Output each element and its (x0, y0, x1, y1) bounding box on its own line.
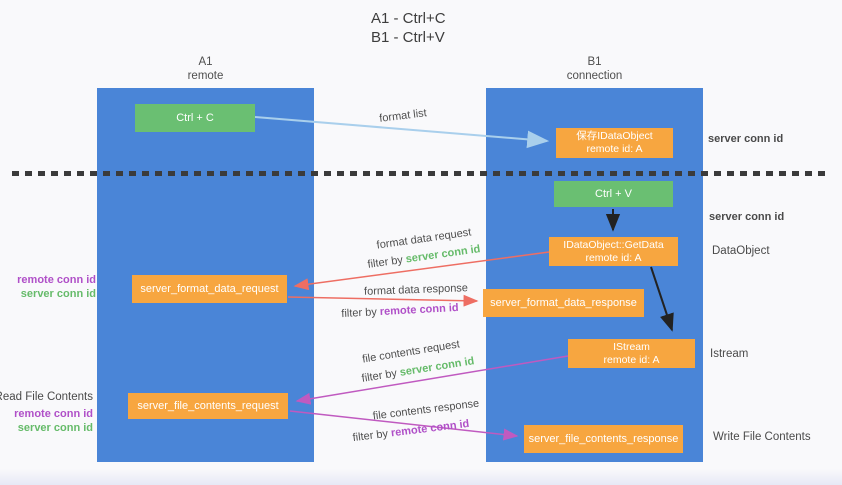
server-format-data-response-box: server_format_data_response (483, 289, 644, 317)
arrow-format-data-response (287, 294, 479, 307)
lane-a-role: remote (187, 69, 224, 82)
arrow-getdata-to-istream (650, 266, 674, 332)
left-file-conn-ids: remote conn id server conn id (14, 407, 93, 435)
file-request-label: server_file_contents_request (137, 400, 279, 412)
arrow-format-list (254, 116, 550, 149)
bottom-fade (0, 469, 842, 485)
ctrl-v-label: Ctrl + V (595, 188, 632, 200)
save-idataobject-line2: remote id: A (586, 143, 643, 155)
write-file-contents-label: Write File Contents (713, 431, 811, 443)
lane-b-header: B1 connection (486, 56, 703, 83)
istream-line1: IStream (613, 340, 650, 353)
remote-conn-id-label: remote conn id (17, 274, 96, 286)
arrow-file-contents-response (289, 410, 519, 441)
dotted-divider-line (12, 171, 826, 176)
getdata-line2: remote id: A (585, 251, 642, 264)
right-server-conn-id-top: server conn id (708, 133, 784, 145)
lane-b-name: B1 (587, 56, 602, 68)
read-file-contents-label: Read File Contents (0, 391, 93, 403)
idataobject-getdata-box: IDataObject::GetData remote id: A (549, 237, 678, 266)
arrow-format-data-request (293, 251, 550, 291)
istream-line2: remote id: A (603, 353, 660, 366)
diagram-title: A1 - Ctrl+C B1 - Ctrl+V (371, 9, 446, 47)
server-file-contents-request-box: server_file_contents_request (128, 393, 288, 419)
right-server-conn-id-mid: server conn id (709, 211, 785, 223)
format-request-label: server_format_data_request (140, 283, 279, 295)
save-idataobject-line1: 保存IDataObject (576, 130, 653, 142)
title-line-2: B1 - Ctrl+V (371, 29, 445, 46)
server-file-contents-response-box: server_file_contents_response (524, 425, 683, 453)
ctrl-v-box: Ctrl + V (554, 181, 673, 207)
format-response-label: server_format_data_response (490, 297, 637, 309)
server-format-data-request-box: server_format_data_request (132, 275, 287, 303)
server-conn-id-label: server conn id (20, 288, 96, 300)
left-request-conn-ids: remote conn id server conn id (17, 273, 96, 301)
ctrl-c-box: Ctrl + C (135, 104, 255, 132)
dataobject-label: DataObject (712, 245, 770, 257)
remote-conn-id-label: remote conn id (14, 408, 93, 420)
title-line-1: A1 - Ctrl+C (371, 10, 446, 27)
istream-box: IStream remote id: A (568, 339, 695, 368)
save-idataobject-box: 保存IDataObject remote id: A (556, 128, 673, 158)
file-response-label: server_file_contents_response (528, 433, 679, 445)
ctrl-c-label: Ctrl + C (176, 112, 214, 124)
lane-a-name: A1 (198, 56, 213, 68)
getdata-line1: IDataObject::GetData (563, 238, 664, 251)
lane-a-header: A1 remote (97, 56, 314, 83)
server-conn-id-label: server conn id (17, 422, 93, 434)
filter-by-text: filter by (341, 306, 381, 321)
istream-side-label: Istream (710, 348, 749, 360)
lane-b-role: connection (566, 69, 623, 82)
arrow-file-contents-request (295, 355, 569, 405)
